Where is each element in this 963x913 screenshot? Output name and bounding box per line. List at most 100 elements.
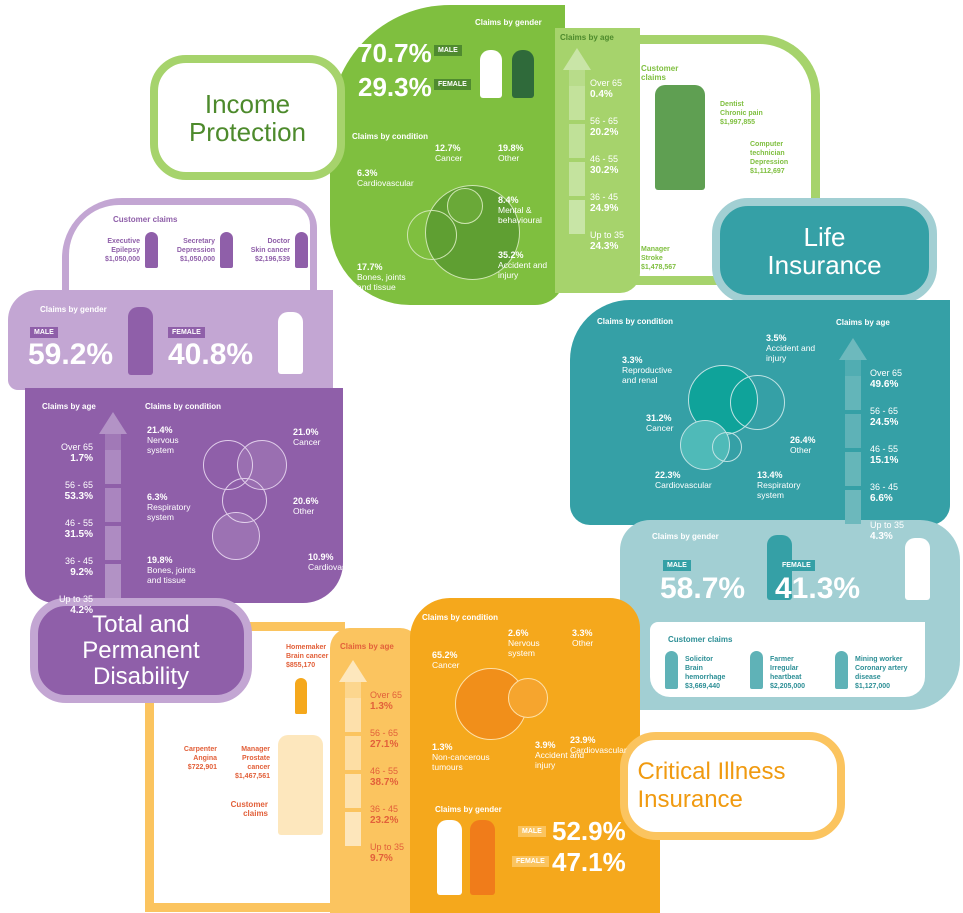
age-range: 36 - 45	[590, 192, 619, 202]
tpd-female-label: FEMALE	[168, 327, 205, 338]
condition-bubble	[712, 432, 742, 462]
income-condition: 12.7%Cancer	[435, 143, 463, 163]
tpd-claims-panel	[62, 198, 317, 298]
age-bar	[569, 162, 585, 196]
age-range: 46 - 55	[64, 518, 93, 528]
income-condition: 17.7%Bones, joints and tissue	[357, 262, 406, 292]
life-age-heading: Claims by age	[836, 318, 890, 327]
critical-female-label: FEMALE	[512, 856, 549, 867]
condition-bubble	[680, 420, 730, 470]
claim-condition: Coronary artery disease	[855, 665, 908, 681]
age-range: Over 65	[870, 368, 903, 378]
life-title-box: Life Insurance	[712, 198, 937, 303]
customer-figure-icon	[295, 232, 308, 268]
life-condition: 13.4%Respiratory system	[757, 470, 801, 500]
age-bar	[105, 564, 121, 598]
customer-figure-icon	[665, 651, 678, 689]
tpd-condition: 21.4%Nervous system	[147, 425, 179, 455]
age-range: 36 - 45	[870, 482, 899, 492]
critical-condition: 3.9%Accident and injury	[535, 740, 585, 770]
age-bar	[845, 452, 861, 486]
life-condition: 3.5%Accident and injury	[766, 333, 816, 363]
claim-job: Farmer	[770, 656, 794, 663]
condition-bubble	[730, 375, 785, 430]
critical-title-box: Critical Illness Insurance	[620, 732, 845, 840]
customer-figure-icon	[750, 651, 763, 689]
income-claims-heading: Customer claims	[641, 64, 679, 82]
life-condition: 3.3%Reproductive and renal	[622, 355, 673, 385]
age-range: 46 - 55	[870, 444, 899, 454]
age-bar	[105, 488, 121, 522]
life-male-pct: 58.7%	[660, 572, 746, 605]
customer-figure-icon	[145, 232, 158, 268]
age-bar	[105, 450, 121, 484]
income-condition: 35.2%Accident and injury	[498, 250, 548, 280]
age-bar	[105, 526, 121, 560]
income-title-box: Income Protection	[150, 55, 345, 180]
critical-condition: 1.3%Non-cancerous tumours	[432, 742, 490, 772]
age-bar	[345, 698, 361, 732]
age-range: 56 - 65	[870, 406, 899, 416]
age-bar	[569, 86, 585, 120]
life-condition: 22.3%Cardiovascular	[655, 470, 712, 490]
critical-title: Critical Illness Insurance	[637, 758, 786, 813]
female-figure-icon	[905, 538, 930, 600]
life-female-label: FEMALE	[778, 560, 815, 571]
life-male-label: MALE	[663, 560, 691, 571]
claim-amount: $3,669,440	[685, 683, 721, 690]
claim-condition: Brain hemorrhage	[685, 665, 726, 681]
tpd-female-pct: 40.8%	[168, 338, 254, 371]
claim-amount: $1,050,000	[104, 256, 140, 263]
claim-condition: Irregular heartbeat	[770, 665, 802, 681]
age-range: 46 - 55	[370, 766, 399, 776]
age-pct: 24.9%	[590, 203, 619, 214]
age-pct: 24.3%	[590, 241, 619, 252]
income-male-pct: 70.7%	[358, 38, 432, 68]
claim-condition: Skin cancer	[250, 247, 290, 254]
up-arrow-icon	[99, 412, 127, 434]
condition-bubble	[407, 210, 457, 260]
critical-age-heading: Claims by age	[340, 642, 394, 651]
income-male-label: MALE	[434, 45, 462, 56]
dentist-figure-icon	[655, 85, 705, 190]
female-figure-icon	[278, 312, 303, 374]
age-range: 56 - 65	[370, 728, 399, 738]
age-pct: 38.7%	[370, 777, 399, 788]
claim-job: Secretary	[183, 238, 215, 245]
critical-condition: 23.9%Cardiovascular	[570, 735, 627, 755]
life-title: Life Insurance	[767, 221, 882, 280]
age-pct: 20.2%	[590, 127, 619, 138]
age-pct: 1.3%	[370, 701, 393, 712]
claim-amount: $1,127,000	[855, 683, 891, 690]
life-claims-box	[650, 622, 925, 697]
age-range: 36 - 45	[370, 804, 399, 814]
age-bar	[845, 414, 861, 448]
age-bar	[345, 774, 361, 808]
critical-condition: 3.3%Other	[572, 628, 594, 648]
critical-male-pct: 52.9%	[552, 816, 626, 846]
age-pct: 9.7%	[370, 853, 393, 864]
age-range: 56 - 65	[64, 480, 93, 490]
life-female-pct: 41.3%	[775, 572, 861, 605]
male-figure-icon	[128, 307, 153, 375]
claim-job: Doctor	[267, 238, 290, 245]
age-bar	[569, 124, 585, 158]
tpd-condition: 10.9%Cardiovascular	[308, 552, 365, 572]
